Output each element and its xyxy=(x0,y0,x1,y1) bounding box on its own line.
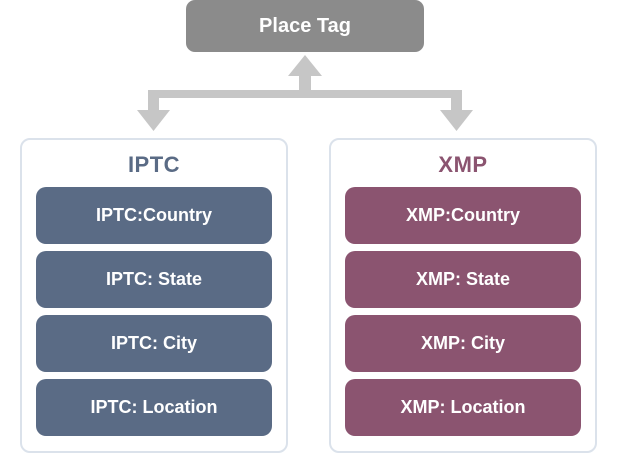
iptc-location-node: IPTC: Location xyxy=(36,379,272,436)
xmp-city-node: XMP: City xyxy=(345,315,581,372)
up-arrow-icon xyxy=(288,55,322,94)
xmp-country-node: XMP:Country xyxy=(345,187,581,244)
iptc-city-node: IPTC: City xyxy=(36,315,272,372)
branch-connector xyxy=(137,55,473,131)
xmp-country-label: XMP:Country xyxy=(406,205,520,225)
xmp-city-label: XMP: City xyxy=(420,333,505,353)
xmp-location-label: XMP: Location xyxy=(400,397,526,417)
xmp-state-label: XMP: State xyxy=(415,269,511,289)
iptc-state-node: IPTC: State xyxy=(36,251,272,308)
right-down-arrow-icon xyxy=(440,90,473,131)
iptc-group-title: IPTC xyxy=(127,152,181,177)
place-tag-node: Place Tag xyxy=(186,0,424,52)
iptc-location-label: IPTC: Location xyxy=(90,397,218,417)
left-down-arrow-icon xyxy=(137,90,170,131)
iptc-country-label: IPTC:Country xyxy=(96,205,212,225)
xmp-group-title: XMP xyxy=(438,152,488,177)
iptc-state-label: IPTC: State xyxy=(105,269,202,289)
xmp-state-node: XMP: State xyxy=(345,251,581,308)
iptc-group: IPTC IPTC:Country IPTC: State IPTC: City… xyxy=(20,138,288,453)
xmp-location-node: XMP: Location xyxy=(345,379,581,436)
iptc-city-label: IPTC: City xyxy=(110,333,197,353)
iptc-country-node: IPTC:Country xyxy=(36,187,272,244)
xmp-group: XMP XMP:Country XMP: State XMP: City XMP… xyxy=(329,138,597,453)
place-tag-label: Place Tag xyxy=(259,14,351,37)
